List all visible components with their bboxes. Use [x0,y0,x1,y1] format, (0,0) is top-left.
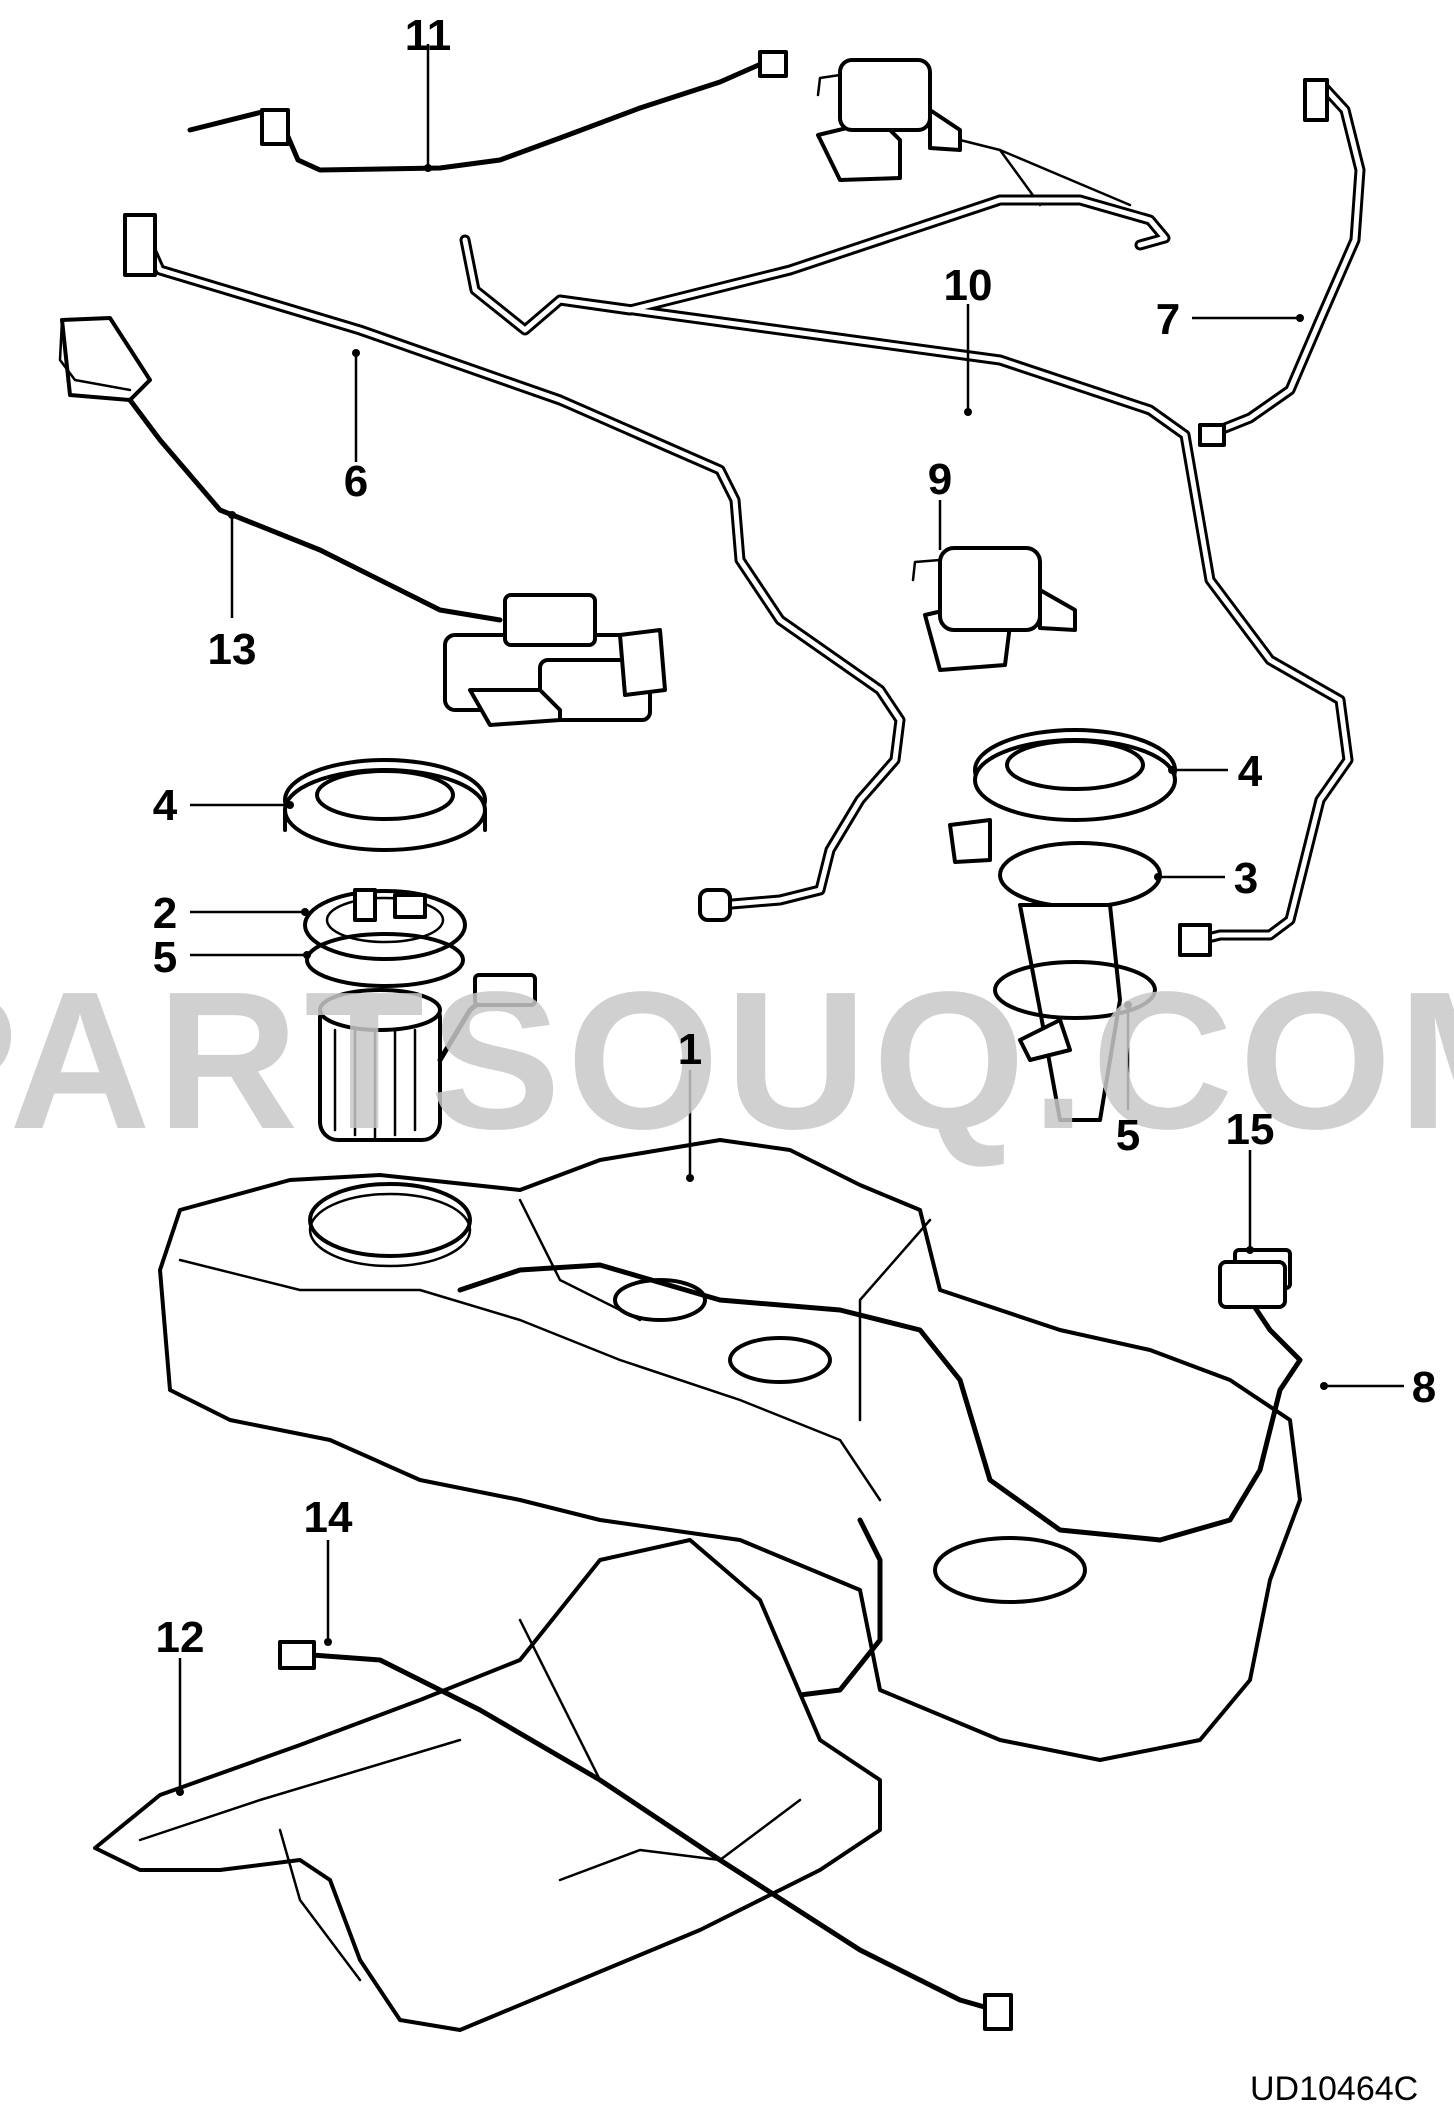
watermark: PARTSOUQ.COM [0,951,1454,1170]
part-5-seal-right [993,960,1157,1020]
part-3-pump-module [948,818,1162,1122]
part-7-pipe [1198,78,1366,447]
part-15-connector [1218,1260,1287,1309]
callout-labels: 11 10 7 6 9 13 4 4 3 2 5 5 1 15 8 14 12 [153,11,1436,1662]
callout-12: 12 [156,1613,205,1662]
diagram-code: UD10464C [1250,2070,1418,2108]
part-1-fuel-tank [158,1138,1303,1762]
callout-15: 15 [1226,1105,1275,1154]
callout-4-right: 4 [1238,747,1263,796]
callout-9: 9 [928,455,952,504]
fuel-pump-left [318,973,537,1142]
part-10-fuel-line [459,194,1354,957]
callout-10: 10 [944,261,993,310]
leader-lines [176,44,1404,1796]
part-9-valve [911,546,1077,672]
part-13-harness [58,316,667,727]
callout-7: 7 [1156,295,1180,344]
part-2-pump-flange [303,888,467,961]
part-4-lock-ring-right [973,728,1177,822]
callout-11: 11 [405,11,452,60]
callout-5-left: 5 [153,933,177,982]
part-4-lock-ring-left [283,758,487,852]
callout-5-right: 5 [1116,1111,1140,1160]
callout-4-left: 4 [153,781,178,830]
part-valve-upper [816,58,1132,207]
part-5-seal-left [305,932,465,988]
part-14-wire [278,1640,1013,2031]
callout-13: 13 [208,625,257,674]
callout-1: 1 [678,1025,702,1074]
callout-2: 2 [153,889,177,938]
part-11-vent-line [187,50,788,173]
callout-8: 8 [1412,1363,1436,1412]
callout-6: 6 [344,457,368,506]
callout-14: 14 [304,1493,353,1542]
callout-3: 3 [1234,854,1258,903]
part-12-heat-shield [93,1538,882,2032]
part-6-fuel-rail-line [123,213,906,922]
